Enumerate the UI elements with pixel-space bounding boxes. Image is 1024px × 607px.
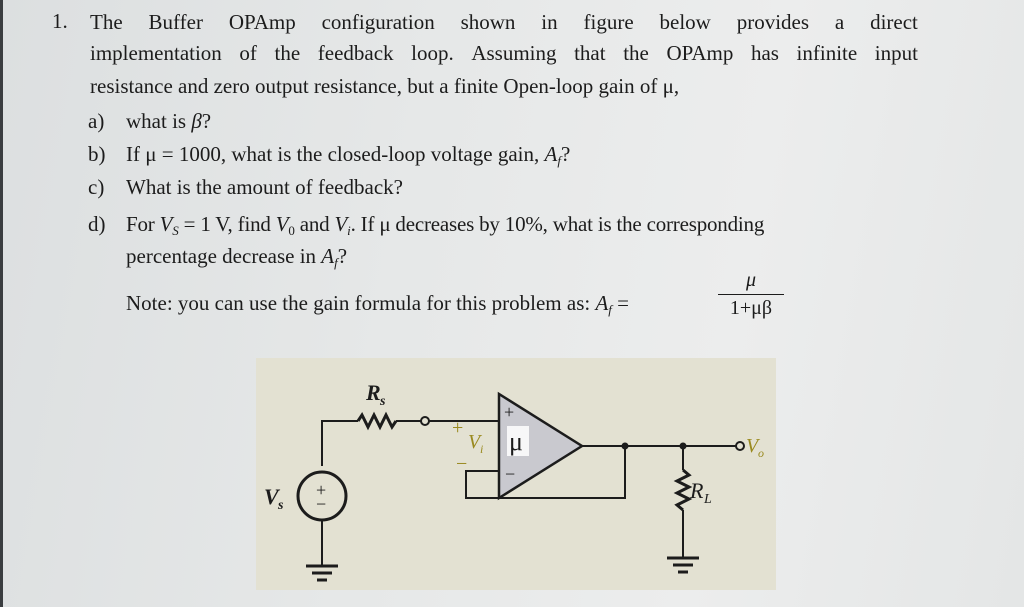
intro-word: the [274, 41, 301, 65]
intro-word: of [239, 41, 257, 65]
intro-word: Assuming [471, 41, 557, 65]
intro-word: below [659, 10, 711, 34]
source-plus-sign: + [316, 480, 326, 500]
gain-formula-fraction: μ 1+μβ [718, 268, 784, 319]
fraction-bar [718, 294, 784, 295]
circuit-schematic: R s V s + − + − μ R L + V i − V o [264, 380, 764, 582]
intro-word: provides [736, 10, 810, 34]
opamp-minus-input: − [505, 464, 515, 484]
intro-word: has [750, 41, 779, 65]
vi-plus-sign: + [452, 417, 463, 439]
vi-minus-sign: − [456, 453, 467, 475]
intro-line-3: resistance and zero output resistance, b… [90, 74, 680, 98]
part-d-question: For VS = 1 V, find V0 and Vi. If μ decre… [126, 212, 765, 238]
intro-word: shown [460, 10, 516, 34]
intro-word: a [834, 10, 845, 34]
rs-subscript: s [379, 394, 386, 409]
formula-numerator: μ [745, 269, 757, 291]
vs-label: V [264, 484, 281, 509]
wire-source-to-rs [321, 420, 358, 466]
vi-label: V [468, 431, 483, 453]
intro-word: configuration [321, 10, 435, 34]
ground-icon [667, 556, 699, 574]
part-c-label: c) [88, 175, 105, 199]
photo-edge [0, 0, 3, 607]
vo-label: V [746, 435, 761, 457]
formula-denominator: 1+μβ [729, 297, 773, 319]
rs-resistor-icon [356, 411, 398, 431]
intro-word: loop. [411, 41, 454, 65]
part-a-question: what is β? [126, 109, 212, 133]
intro-word: that [574, 41, 606, 65]
intro-word: OPAmp [228, 10, 296, 34]
intro-word: Buffer [148, 10, 203, 34]
intro-word: implementation [90, 41, 222, 65]
part-a-label: a) [88, 109, 105, 133]
part-c-question: What is the amount of feedback? [126, 175, 403, 199]
intro-word: in [541, 10, 558, 34]
intro-word: the [623, 41, 649, 65]
problem-number: 1. [52, 9, 68, 33]
vi-subscript: i [480, 442, 483, 456]
intro-line-1: The Buffer OPAmp configuration shown in figure… [90, 9, 918, 35]
intro-word: The [90, 10, 123, 34]
part-b-question: If μ = 1000, what is the closed-loop vol… [126, 142, 571, 168]
rs-label: R [365, 380, 381, 405]
rl-resistor-icon [673, 468, 693, 512]
opamp-triangle-icon [497, 391, 585, 501]
source-minus-sign: − [316, 494, 326, 514]
rl-label: R [689, 478, 704, 503]
intro-word: OPAmp [666, 41, 734, 65]
buffer-opamp-circuit-figure: R s V s + − + − μ R L + V i − V o [256, 358, 776, 590]
opamp-gain-mu: μ [509, 427, 523, 456]
intro-word: infinite [796, 41, 858, 65]
intro-word: figure [583, 10, 634, 34]
intro-word: feedback [317, 41, 394, 65]
gain-formula-note: Note: you can use the gain formula for t… [126, 291, 630, 317]
part-d-label: d) [88, 212, 106, 236]
intro-word: input [874, 41, 918, 65]
part-d-question-line-2: percentage decrease in Af? [126, 244, 348, 270]
feedback-wire [465, 446, 626, 499]
vo-subscript: o [758, 446, 764, 460]
vs-subscript: s [277, 498, 284, 513]
part-b-label: b) [88, 142, 106, 166]
intro-word: direct [870, 10, 918, 34]
opamp-plus-input: + [504, 402, 514, 422]
rl-subscript: L [703, 492, 712, 507]
junction-dot [679, 442, 687, 450]
ground-icon [306, 564, 338, 582]
junction-dot [621, 442, 629, 450]
